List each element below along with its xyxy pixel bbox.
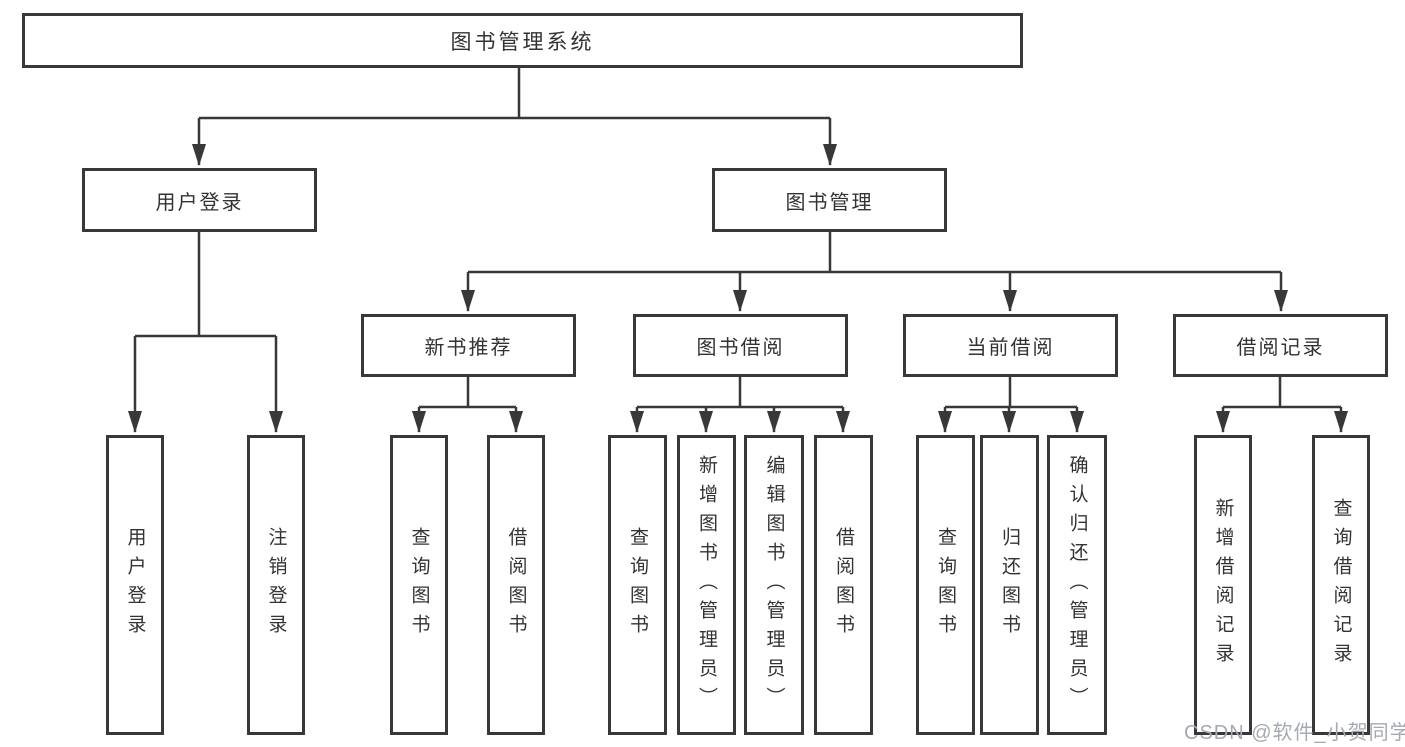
node-label: 图书管理 (785, 191, 874, 214)
node-user-login: 用户登录 (82, 168, 317, 232)
node-label: 用户登录 (155, 191, 244, 214)
node-library-management-system: 图书管理系统 (22, 13, 1023, 68)
leaf-add-borrow-record: 新增借阅记录 (1194, 435, 1252, 735)
leaf-return-books: 归还图书 (980, 435, 1039, 735)
leaf-label: 查询图书 (408, 527, 430, 643)
node-book-borrowing: 图书借阅 (633, 314, 848, 377)
leaf-label: 用户登录 (124, 527, 146, 643)
leaf-label: 新增图书（管理员） (696, 454, 717, 716)
leaf-label: 查询图书 (935, 527, 956, 643)
leaf-label: 查询借阅记录 (1330, 498, 1352, 672)
leaf-add-books-admin: 新增图书（管理员） (677, 435, 736, 735)
leaf-label: 确认归还（管理员） (1066, 454, 1088, 716)
leaf-query-books-current: 查询图书 (916, 435, 975, 735)
leaf-edit-books-admin: 编辑图书（管理员） (744, 435, 804, 735)
leaf-query-borrow-record: 查询借阅记录 (1312, 435, 1370, 735)
leaf-label: 借阅图书 (833, 527, 854, 643)
node-label: 图书借阅 (696, 337, 785, 359)
leaf-label: 查询图书 (627, 527, 648, 643)
node-label: 图书管理系统 (450, 30, 595, 54)
leaf-confirm-return-admin: 确认归还（管理员） (1047, 435, 1107, 735)
leaf-label: 注销登录 (265, 527, 287, 643)
node-label: 借阅记录 (1236, 337, 1325, 359)
node-current-borrowing: 当前借阅 (903, 314, 1118, 377)
node-book-management: 图书管理 (712, 168, 947, 232)
connector-arrows (128, 118, 1348, 433)
node-label: 当前借阅 (966, 337, 1055, 359)
leaf-label: 新增借阅记录 (1212, 498, 1234, 672)
leaf-label: 编辑图书（管理员） (763, 454, 785, 716)
leaf-query-books-borrowing: 查询图书 (608, 435, 667, 735)
node-borrowing-records: 借阅记录 (1173, 314, 1388, 377)
leaf-label: 归还图书 (999, 527, 1020, 643)
leaf-borrow-books-recommend: 借阅图书 (487, 435, 545, 735)
leaf-label: 借阅图书 (505, 527, 527, 643)
node-new-book-recommendation: 新书推荐 (361, 314, 576, 377)
node-label: 新书推荐 (424, 337, 513, 359)
leaf-logout: 注销登录 (247, 435, 305, 735)
leaf-borrow-books-borrowing: 借阅图书 (814, 435, 873, 735)
leaf-user-login: 用户登录 (106, 435, 164, 735)
leaf-query-books-recommend: 查询图书 (390, 435, 448, 735)
connector-rails (135, 68, 1341, 409)
